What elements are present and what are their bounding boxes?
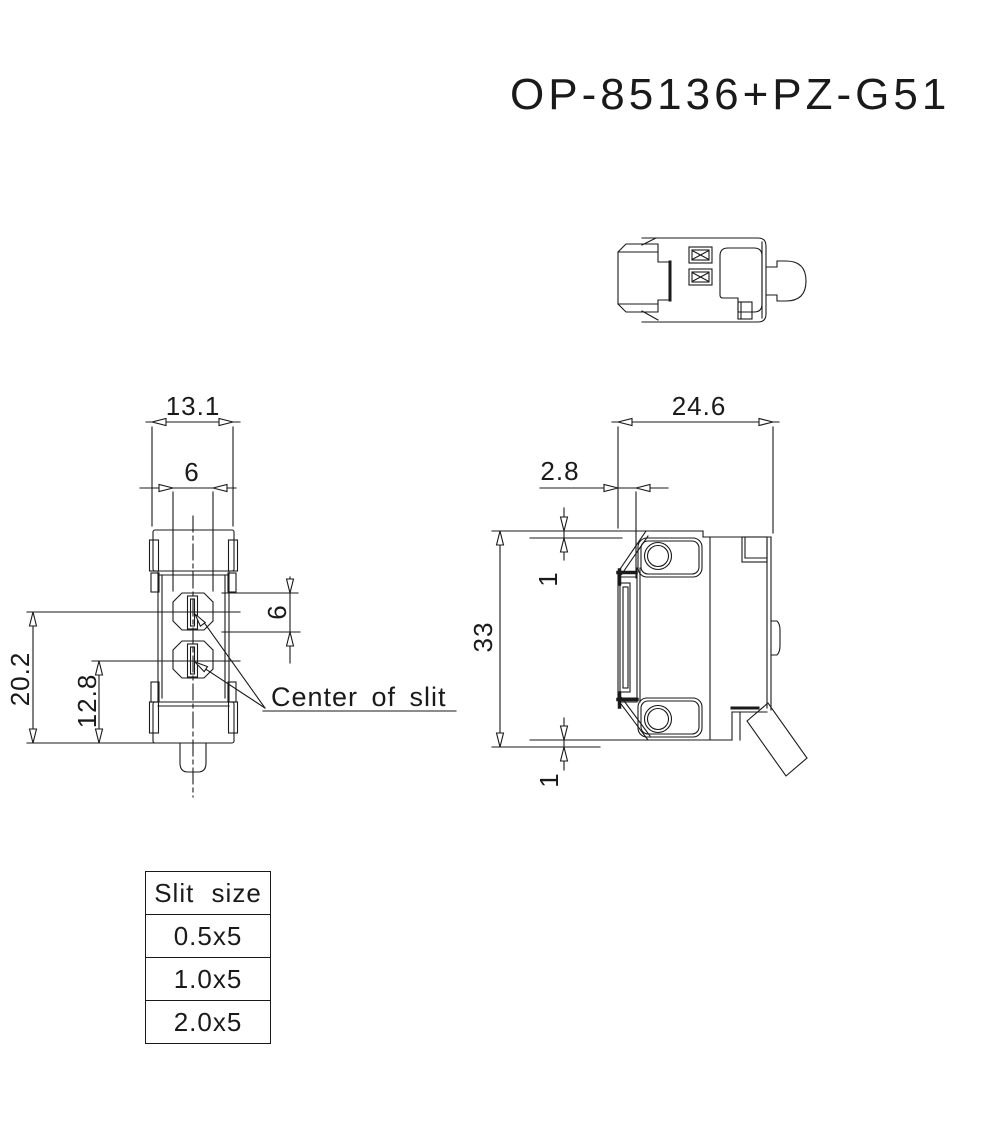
- top-view-drawing: [617, 237, 807, 323]
- dim-slit-length: 6: [262, 604, 292, 620]
- slit-size-table: Slit size 0.5x5 1.0x5 2.0x5: [145, 871, 271, 1044]
- front-view-dimension-lines: [26, 417, 457, 744]
- dim-side-depth: 24.6: [671, 391, 727, 421]
- table-cell: 1.0x5: [145, 957, 271, 1001]
- table-row: Slit size: [145, 871, 271, 915]
- cable-boot: [746, 702, 808, 777]
- dim-front-offset: 2.8: [540, 456, 580, 486]
- indicator-window-icon: [688, 268, 713, 286]
- center-of-slit-label: Center of slit: [271, 682, 447, 712]
- dim-top-offset: 1: [533, 571, 563, 587]
- indicator-window-icon: [688, 246, 713, 264]
- table-row: 1.0x5: [145, 957, 271, 1001]
- side-view-drawing: [616, 530, 808, 777]
- dim-upper-slit-height: 20.2: [5, 651, 35, 707]
- drawing-title: OP-85136+PZ-G51: [510, 70, 951, 119]
- table-cell: 0.5x5: [145, 914, 271, 958]
- table-row: 0.5x5: [145, 914, 271, 958]
- table-row: 2.0x5: [145, 1000, 271, 1044]
- side-view-dimension-lines: [491, 417, 780, 771]
- table-cell: 2.0x5: [145, 1000, 271, 1044]
- front-view-drawing: [148, 515, 239, 798]
- dim-bottom-offset: 1: [534, 772, 564, 788]
- dim-side-height: 33: [468, 621, 498, 653]
- dim-front-width: 13.1: [165, 391, 221, 421]
- dim-lower-slit-height: 12.8: [72, 673, 102, 729]
- dim-slit-guide-width: 6: [184, 457, 200, 487]
- table-header: Slit size: [145, 871, 271, 915]
